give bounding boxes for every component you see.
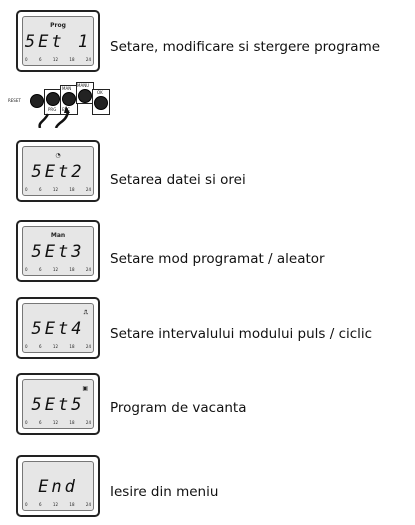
- step-label-set1: Setare, modificare si stergere programe: [110, 39, 381, 55]
- prog-button[interactable]: [46, 92, 60, 106]
- prog-label: PRG: [48, 107, 57, 112]
- man-button[interactable]: [62, 92, 76, 106]
- manu-button[interactable]: [78, 89, 92, 103]
- pulse-icon: ⎍: [83, 309, 88, 316]
- step-label-set5: Program de vacanta: [110, 400, 247, 416]
- lcd-code: 5Et3: [31, 242, 85, 262]
- step-label-set4: Setare intervalului modului puls / cicli…: [110, 326, 373, 342]
- mode-indicator: Man: [50, 232, 66, 239]
- lcd-code: 5Et2: [31, 162, 85, 182]
- step-label-set2: Setarea datei si orei: [110, 172, 246, 188]
- reset-button[interactable]: [30, 94, 44, 108]
- arrow-icon: [38, 106, 70, 128]
- manu-label: MANU: [77, 83, 90, 88]
- step-label-set3: Setare mod programat / aleator: [110, 251, 325, 267]
- reset-label: RESET: [8, 98, 21, 103]
- lcd-code: 5Et 1: [24, 32, 92, 52]
- button-row: RESET PRG MAN ESC MANU OK: [4, 82, 124, 128]
- lcd-code: 5Et4: [31, 319, 85, 339]
- ok-label: OK: [97, 90, 103, 95]
- clock-icon: ◔: [55, 152, 61, 159]
- lcd-code: End: [38, 477, 78, 497]
- step-label-end: Iesire din meniu: [110, 484, 219, 500]
- camera-icon: ▣: [82, 385, 88, 392]
- lcd-code: 5Et5: [31, 395, 85, 415]
- man-label: MAN: [62, 86, 72, 91]
- ok-button[interactable]: [94, 96, 108, 110]
- mode-indicator: Prog: [50, 22, 66, 29]
